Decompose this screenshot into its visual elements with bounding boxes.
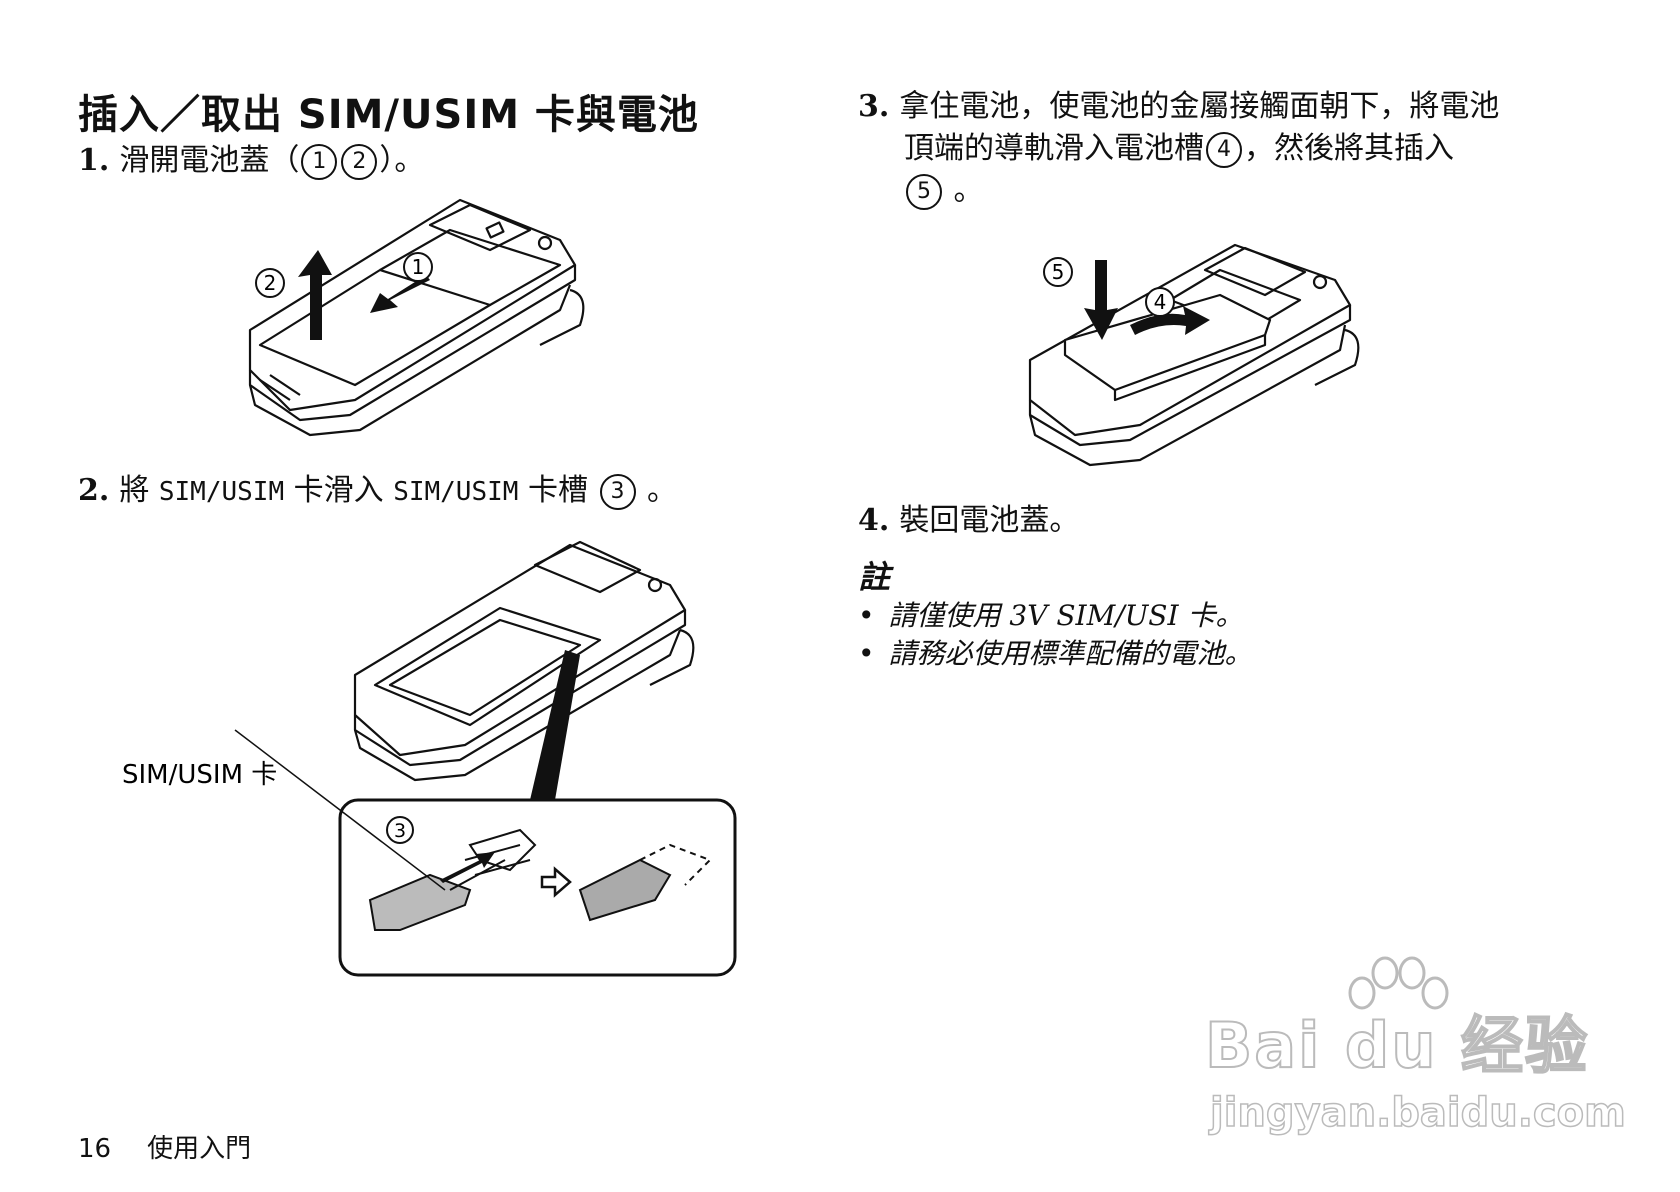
step-number: 2. bbox=[78, 473, 110, 508]
callout-5: 5 bbox=[1052, 260, 1065, 284]
step-number: 3. bbox=[858, 89, 890, 124]
step-text-line2: 頂端的導軌滑入電池槽 bbox=[904, 131, 1204, 166]
step-text: 將 bbox=[119, 473, 159, 508]
callout-circle: 4 bbox=[1206, 132, 1242, 168]
paw-logo-icon bbox=[1348, 956, 1449, 1010]
step-text-line2b: ，然後將其插入 bbox=[1244, 131, 1454, 166]
callout-circle: 2 bbox=[341, 144, 378, 180]
callout-4: 4 bbox=[1154, 290, 1167, 314]
page-footer: 16 使用入門 bbox=[78, 1128, 251, 1165]
watermark-brand: Bai du 经验 bbox=[1204, 1008, 1590, 1083]
callout-3: 3 bbox=[394, 820, 406, 842]
watermark-url: jingyan.baidu.com bbox=[1209, 1089, 1626, 1137]
step-text-tail: 。 bbox=[637, 473, 678, 508]
callout-circle: 3 bbox=[599, 474, 636, 510]
arrow-right-icon bbox=[540, 866, 572, 898]
sim-card-label: SIM/USIM 卡 bbox=[122, 760, 277, 790]
step-text-sim: SIM/USIM bbox=[158, 477, 285, 507]
step-text-line1: 拿住電池，使電池的金屬接觸面朝下，將電池 bbox=[899, 89, 1500, 124]
step-text-line3: 。 bbox=[944, 173, 984, 208]
step-text: 卡滑入 bbox=[284, 473, 394, 508]
figure-battery-insert: 5 4 bbox=[1028, 243, 1360, 467]
callout-2: 2 bbox=[264, 271, 277, 295]
arrow-left-icon bbox=[370, 275, 430, 313]
note-bullet: 請務必使用標準配備的電池。 bbox=[858, 632, 1253, 672]
step-text: 滑開電池蓋（ bbox=[119, 143, 300, 178]
arrow-up-icon bbox=[298, 250, 332, 340]
arrow-curve-icon bbox=[1130, 306, 1210, 335]
arrow-down-icon bbox=[1084, 260, 1118, 340]
callout-circle: 5 bbox=[906, 174, 942, 210]
section-name: 使用入門 bbox=[147, 1134, 252, 1164]
step-number: 1. bbox=[78, 143, 110, 178]
step-text: 裝回電池蓋。 bbox=[899, 503, 1080, 538]
step-2: 2. 將 SIM/USIM 卡滑入 SIM/USIM 卡槽 3 。 bbox=[78, 470, 677, 513]
callout-1: 1 bbox=[412, 255, 425, 279]
figure-sim-insert: 3 SIM/USIM 卡 bbox=[122, 540, 737, 977]
page-title: 插入／取出 SIM/USIM 卡與電池 bbox=[78, 92, 699, 138]
step-text: 卡槽 bbox=[518, 473, 598, 508]
figure-battery-cover: 2 1 bbox=[248, 198, 585, 437]
step-number: 4. bbox=[858, 503, 890, 538]
page-number: 16 bbox=[78, 1134, 112, 1164]
callout-circle: 1 bbox=[301, 144, 338, 180]
step-text-tail: ）。 bbox=[379, 143, 425, 178]
step-text-sim: SIM/USIM bbox=[393, 477, 519, 507]
step-4: 4. 裝回電池蓋。 bbox=[858, 500, 1079, 542]
note-heading: 註 bbox=[858, 558, 891, 596]
note-bullet: 請僅使用 3V SIM/USI 卡。 bbox=[858, 594, 1244, 634]
